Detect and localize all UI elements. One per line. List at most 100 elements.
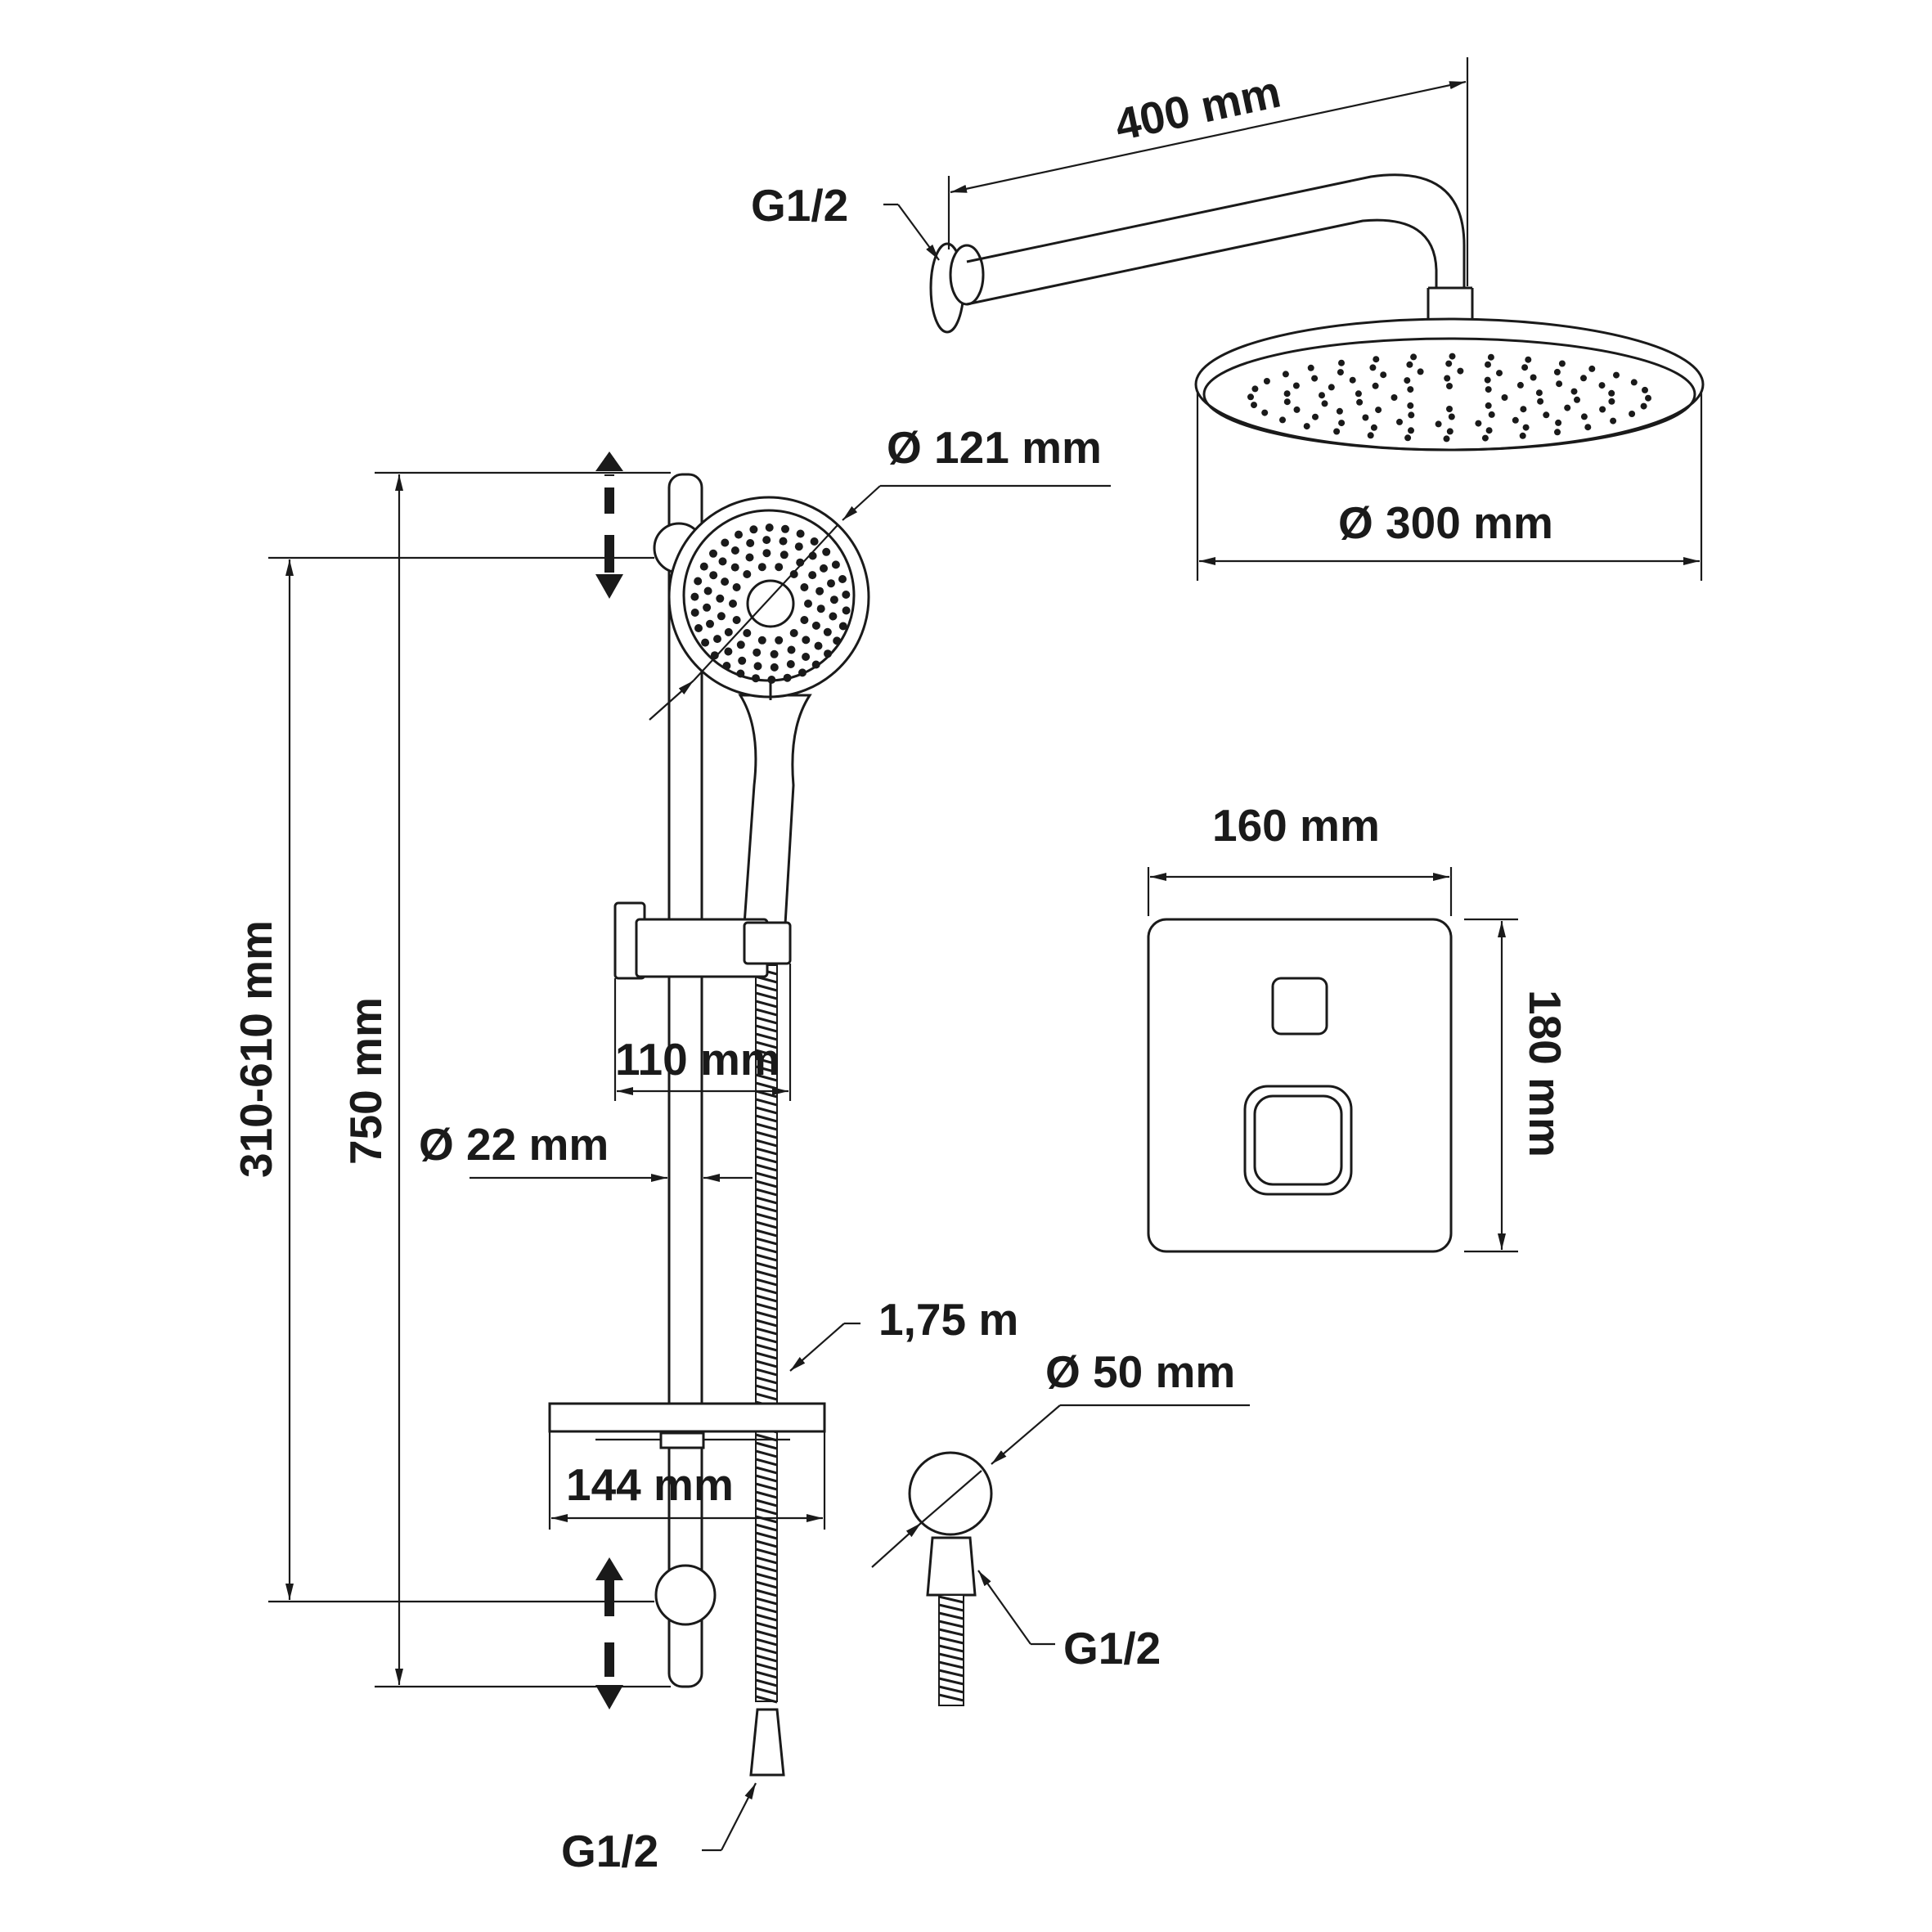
label-adjust-range: 310-610 mm <box>231 920 281 1178</box>
hose-coil <box>938 1611 964 1620</box>
hand-nozzle <box>789 570 798 578</box>
hose-coil <box>755 1278 778 1287</box>
hose-coil <box>755 1466 778 1475</box>
rain-nozzle <box>1448 413 1455 420</box>
bottom-wall-bracket <box>654 1564 717 1626</box>
hose-coil <box>755 1294 778 1303</box>
hand-nozzle <box>789 629 798 637</box>
hose-coil <box>755 1482 778 1491</box>
hand-nozzle <box>699 562 708 571</box>
hose-coil <box>938 1685 964 1694</box>
rain-nozzle <box>1247 393 1254 401</box>
rain-nozzle <box>1613 371 1620 379</box>
rain-nozzle <box>1446 406 1453 412</box>
hand-nozzle <box>752 674 760 683</box>
rain-nozzle <box>1349 376 1356 384</box>
hand-nozzle <box>816 604 825 613</box>
hose-coil <box>755 1098 778 1107</box>
hand-nozzle <box>802 636 811 645</box>
hose-coil <box>755 1147 778 1156</box>
rain-nozzle <box>1481 434 1489 442</box>
wall-flange-inner <box>949 244 985 306</box>
rain-nozzle <box>1312 413 1319 420</box>
dim-hose-thread <box>721 1782 757 1851</box>
hand-nozzle <box>794 542 803 551</box>
hand-nozzle <box>701 638 710 647</box>
rain-nozzle <box>1261 409 1269 416</box>
hose-coil <box>755 1261 778 1270</box>
hose-coil <box>938 1652 964 1661</box>
hand-nozzle <box>736 640 745 649</box>
hand-nozzle <box>690 592 699 601</box>
hand-nozzle <box>770 663 779 672</box>
rain-nozzle <box>1537 398 1544 405</box>
rain-nozzle <box>1307 364 1314 371</box>
rain-nozzle <box>1445 360 1453 367</box>
rain-nozzle <box>1554 429 1561 436</box>
hand-nozzle <box>822 547 831 556</box>
hose-coil <box>755 1678 778 1687</box>
hand-nozzle <box>770 649 779 658</box>
hand-nozzle <box>775 636 784 645</box>
hand-nozzle <box>709 549 717 558</box>
rain-nozzle <box>1355 390 1362 398</box>
dim-arm-thread <box>897 204 940 261</box>
rain-nozzle <box>1645 394 1651 402</box>
hose-coil <box>755 1646 778 1655</box>
hose-coil <box>755 1490 778 1499</box>
label-panel-width: 160 mm <box>1212 800 1380 851</box>
label-hose-length: 1,75 m <box>878 1294 1018 1345</box>
hose-coil <box>755 1114 778 1123</box>
hand-nozzle <box>716 594 725 603</box>
label-bracket-width: 110 mm <box>615 1034 780 1085</box>
dim-arm-length <box>950 80 1467 194</box>
hand-nozzle <box>762 536 771 545</box>
rain-nozzle <box>1446 383 1453 389</box>
rain-nozzle <box>1283 398 1291 406</box>
rain-nozzle <box>1251 385 1259 393</box>
hand-nozzle <box>798 668 806 677</box>
hose-coil <box>755 1654 778 1663</box>
label-rain-shower-diameter: Ø 300 mm <box>1338 497 1553 548</box>
rain-nozzle <box>1522 424 1530 431</box>
hose-coil <box>755 1376 778 1385</box>
hand-nozzle <box>842 591 851 599</box>
hand-nozzle <box>824 649 832 658</box>
outlet-hose-coils <box>938 1595 964 1702</box>
hand-nozzle <box>694 577 703 586</box>
hand-nozzle <box>703 586 712 595</box>
hose-coil <box>755 1122 778 1131</box>
rain-nozzle <box>1630 379 1638 386</box>
hose-coil <box>755 1548 778 1557</box>
hose-coil <box>938 1644 964 1653</box>
rain-nozzle <box>1535 389 1543 397</box>
rain-nozzle <box>1408 427 1414 434</box>
rain-nozzle <box>1443 435 1450 443</box>
rain-nozzle <box>1321 400 1328 407</box>
rain-nozzle <box>1530 374 1537 381</box>
hand-nozzle <box>746 539 755 547</box>
hose-coil <box>938 1595 964 1604</box>
rain-nozzle <box>1516 381 1524 389</box>
rain-nozzle <box>1373 356 1380 363</box>
hand-nozzle <box>753 662 762 671</box>
rain-nozzle <box>1369 364 1377 371</box>
hand-nozzle <box>780 550 789 559</box>
rain-nozzle <box>1328 384 1335 391</box>
hand-nozzle <box>745 553 754 562</box>
rain-nozzle <box>1417 368 1424 375</box>
hose-coil <box>755 1196 778 1205</box>
rain-nozzle <box>1580 375 1587 382</box>
hose-coil <box>755 1613 778 1622</box>
hand-nozzle <box>721 538 730 547</box>
hose-coil <box>938 1603 964 1612</box>
hand-nozzle <box>738 656 747 665</box>
hand-nozzle <box>767 676 776 684</box>
hose-coil <box>755 1392 778 1401</box>
rain-nozzle <box>1263 378 1270 384</box>
hose-coil <box>755 991 778 1000</box>
outlet-nipple <box>926 1536 977 1597</box>
label-wall-thread: G1/2 <box>751 180 848 231</box>
hose-coil <box>755 1269 778 1278</box>
hose-coil <box>755 1351 778 1360</box>
